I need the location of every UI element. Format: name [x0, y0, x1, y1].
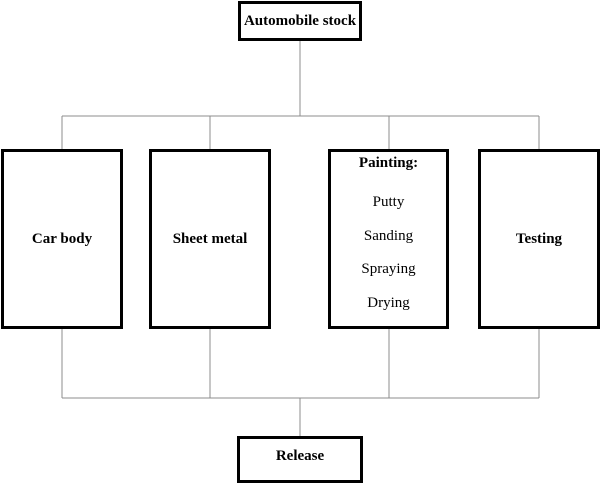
testing-box: Testing [478, 149, 600, 329]
painting-label: Painting: [358, 155, 419, 171]
car-body-box: Car body [1, 149, 123, 329]
painting-step-drying: Drying [367, 294, 410, 311]
release-label: Release [275, 448, 325, 464]
automobile-stock-box: Automobile stock [238, 1, 362, 41]
painting-box: Painting: Putty Sanding Spraying Drying [328, 149, 449, 329]
painting-step-putty: Putty [372, 194, 405, 210]
testing-label: Testing [515, 230, 563, 247]
painting-step-sanding: Sanding [363, 227, 414, 244]
automobile-stock-label: Automobile stock [243, 12, 357, 29]
painting-step-spraying: Spraying [361, 261, 416, 277]
release-box: Release [237, 436, 363, 483]
sheet-metal-label: Sheet metal [172, 230, 248, 247]
car-body-label: Car body [31, 230, 93, 247]
sheet-metal-box: Sheet metal [149, 149, 271, 329]
